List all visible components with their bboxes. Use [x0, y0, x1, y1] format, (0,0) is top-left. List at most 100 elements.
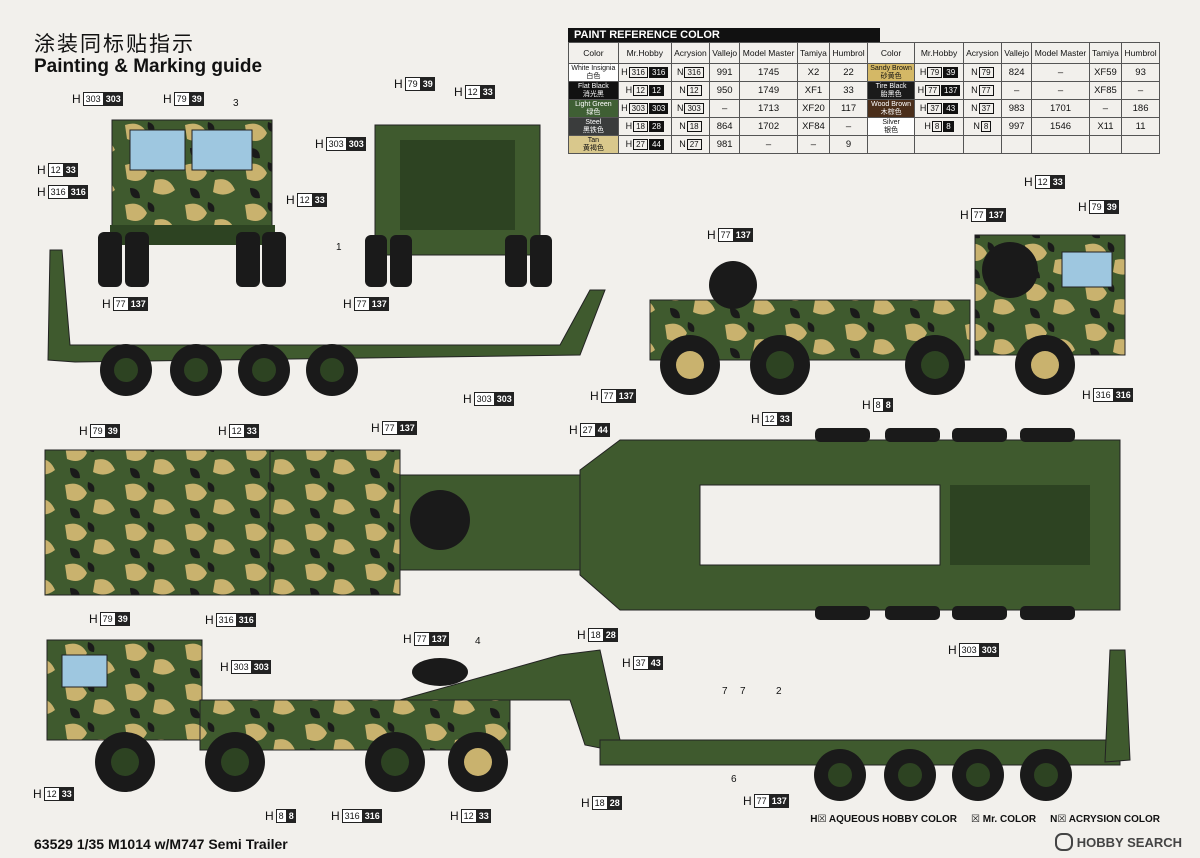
code-prefix: N: [676, 103, 684, 114]
code-box: 37: [927, 102, 943, 114]
code-box: 18: [686, 120, 702, 132]
paint-label-code: 77: [381, 421, 398, 435]
title-chinese: 涂装同标贴指示: [34, 32, 195, 56]
paint-label-code: 27: [579, 423, 596, 437]
paint-color-name: Tan: [587, 136, 600, 144]
code-prefix: N: [679, 139, 686, 150]
code-prefix: N: [971, 85, 978, 96]
color-legend: H☒ AQUEOUS HOBBY COLOR ☒ Mr. COLOR N☒ AC…: [810, 814, 1160, 825]
paint-label-code: 303: [958, 643, 980, 657]
paint-color-cn: 银色: [884, 126, 899, 134]
code-prefix: N: [676, 67, 684, 78]
code-box-dark: 316: [649, 66, 669, 78]
code-prefix: H: [625, 85, 633, 96]
callout-number: 6: [731, 774, 737, 785]
paint-label-code: 77: [413, 632, 430, 646]
code-prefix: H: [625, 121, 633, 132]
paint-label-code: 12: [761, 412, 778, 426]
empty-cell: [866, 135, 916, 154]
paint-label-prefix: H: [163, 92, 172, 106]
paint-label-code: 79: [99, 612, 116, 626]
code-box: 316: [684, 66, 704, 78]
paint-label-code: 316: [341, 809, 363, 823]
paint-humbrol: –: [1121, 81, 1160, 100]
paint-label-code: 79: [173, 92, 190, 106]
legend-mr-color: ☒ Mr. COLOR: [971, 814, 1037, 825]
paint-label-code-dark: 137: [733, 228, 753, 242]
paint-label-code-dark: 316: [68, 185, 88, 199]
paint-label-prefix: H: [286, 193, 295, 207]
paint-label-prefix: H: [960, 208, 969, 222]
paint-label-prefix: H: [265, 809, 274, 823]
paint-label-code: 12: [296, 193, 313, 207]
paint-label-prefix: H: [1024, 175, 1033, 189]
paint-label-prefix: H: [79, 424, 88, 438]
paint-label-prefix: H: [403, 632, 412, 646]
paint-label-prefix: H: [371, 421, 380, 435]
paint-label-code-dark: 137: [128, 297, 148, 311]
paint-label-code: 79: [1088, 200, 1105, 214]
code-prefix: N: [971, 103, 978, 114]
paint-label-prefix: H: [862, 398, 871, 412]
paint-label-code-dark: 33: [244, 424, 259, 438]
paint-label-code-dark: 137: [369, 297, 389, 311]
paint-label-code-dark: 39: [115, 612, 130, 626]
paint-label-code: 77: [353, 297, 370, 311]
paint-label-code: 316: [215, 613, 237, 627]
paint-color-name: Silver: [882, 118, 900, 126]
paint-label-code: 12: [460, 809, 477, 823]
code-box: 27: [633, 138, 649, 150]
paint-label-code-dark: 137: [429, 632, 449, 646]
legend-aqueous: H☒ AQUEOUS HOBBY COLOR: [810, 814, 958, 825]
code-prefix: H: [919, 67, 927, 78]
paint-label-code-dark: 39: [105, 424, 120, 438]
side-view-right: [47, 234, 1126, 396]
paint-table-title: PAINT REFERENCE COLOR: [568, 28, 880, 42]
code-prefix: N: [971, 67, 978, 78]
code-box: 8: [931, 120, 943, 132]
paint-label-code-dark: 39: [420, 77, 435, 91]
paint-color-cn: 黄褐色: [582, 144, 604, 152]
paint-label-code-dark: 303: [346, 137, 366, 151]
paint-tamiya: –: [796, 135, 831, 154]
paint-label-prefix: H: [1082, 388, 1091, 402]
code-prefix: H: [919, 103, 927, 114]
paint-color-name: Steel: [585, 118, 602, 126]
paint-label-code: 12: [47, 163, 64, 177]
watermark-text: HOBBY SEARCH: [1076, 834, 1182, 850]
empty-cell: [1121, 135, 1160, 154]
